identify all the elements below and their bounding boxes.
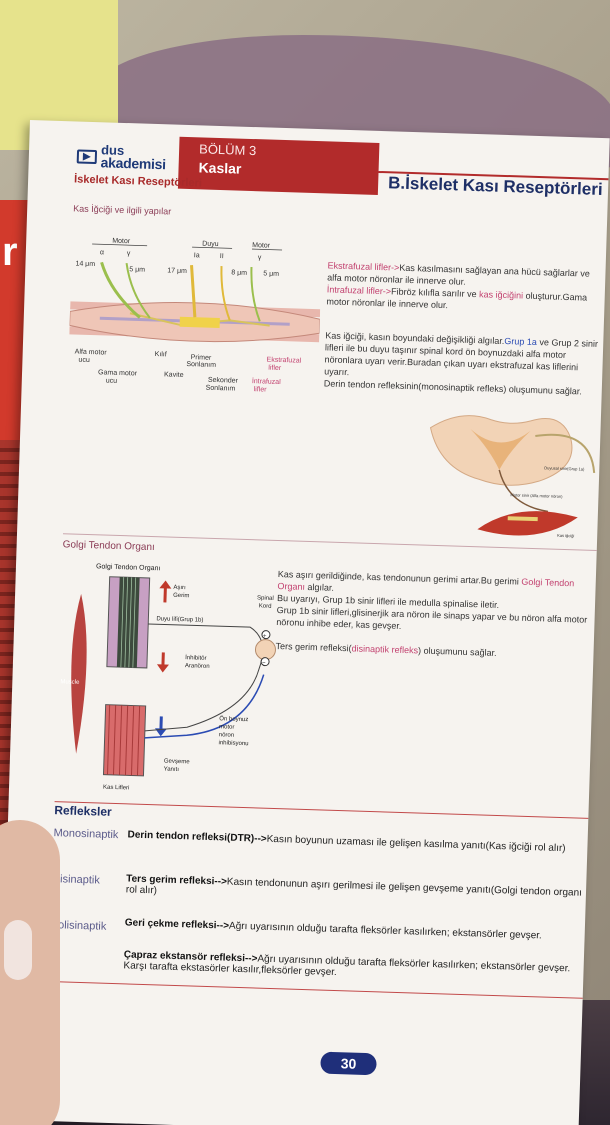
inhibisyonu-label: inhibisyonu bbox=[218, 740, 248, 747]
label-sekonder: Sekonder bbox=[208, 377, 239, 385]
cord-label-motor: Motor sinir (Alfa motor nöron) bbox=[510, 492, 563, 499]
reflex-row: Derin tendon refleksi(DTR)-->Kasın boyun… bbox=[127, 829, 587, 854]
label-alfa-motor: Alfa motor bbox=[75, 349, 108, 357]
reflex-row: Geri çekme refleksi-->Ağrı uyarısının ol… bbox=[125, 917, 585, 942]
label-ucu-2: ucu bbox=[106, 378, 118, 385]
page-number: 30 bbox=[320, 1051, 377, 1076]
reflex-name: Geri çekme refleksi--> bbox=[124, 917, 230, 932]
reflex-row: Ters gerim refleksi-->Kasın tendonunun a… bbox=[126, 873, 586, 909]
logo-text-bottom: akademisi bbox=[100, 154, 166, 173]
label-ucu-1: ucu bbox=[78, 357, 90, 364]
label-kilif: Kılıf bbox=[155, 351, 167, 358]
muscle-label: Muscle bbox=[60, 679, 80, 686]
label-ii: II bbox=[220, 253, 224, 260]
reflex-name: Derin tendon refleksi(DTR)--> bbox=[127, 829, 267, 845]
plus-sign: + bbox=[263, 634, 267, 640]
text-kas-igcigi: kas iğciğini bbox=[478, 289, 524, 301]
inhibitor-label: İnhibitör bbox=[185, 654, 207, 662]
label-gama-motor: Gama motor bbox=[98, 369, 138, 377]
yaniti-label: Yanıtı bbox=[164, 767, 180, 773]
label-motor-left: Motor bbox=[112, 238, 131, 246]
play-icon bbox=[82, 152, 91, 161]
book-page: dus akademisi BÖLÜM 3 Kaslar B.İskelet K… bbox=[0, 120, 610, 1125]
minus-sign: − bbox=[262, 661, 266, 667]
label-primer: Primer bbox=[191, 354, 212, 362]
label-ekstrafuzal: Ekstrafuzal bbox=[266, 357, 301, 365]
paragraph-spindle-function: Kas iğciği, kasın boyundaki değişikliği … bbox=[324, 329, 604, 398]
p2-grup-1a: Grup 1a bbox=[504, 336, 538, 348]
label-intrafuzal: İntrafuzal bbox=[252, 376, 282, 386]
duyu-lifi-label: Duyu lifi(Grup 1b) bbox=[156, 616, 203, 623]
term-ekstrafuzal: Ekstrafuzal lifler-> bbox=[327, 260, 400, 273]
cord-label-kas: Kas iğciği bbox=[557, 533, 574, 539]
gevseme-label: Gevşeme bbox=[164, 759, 191, 766]
label-8um: 8 μm bbox=[231, 269, 247, 276]
p3-disinaptik: disinaptik refleks bbox=[351, 643, 419, 656]
spinal-cord-illustration: Duyusal sinir(Grup 1a) Motor sinir (Alfa… bbox=[429, 415, 596, 539]
fingernail bbox=[4, 920, 32, 980]
noron-label: nöron bbox=[219, 732, 235, 738]
spinal-label: Spinal bbox=[257, 595, 274, 602]
muscle-spindle-diagram: Motor α γ 14 μm 5 μm Duyu Ia II 17 μm Mo… bbox=[69, 238, 321, 394]
label-lifler-2: lifler bbox=[254, 386, 268, 393]
gerim-label: Gerim bbox=[173, 593, 190, 600]
label-gamma-right: γ bbox=[258, 254, 262, 261]
p3-text-f: ) oluşumunu sağlar. bbox=[417, 645, 497, 658]
label-17um: 17 μm bbox=[167, 267, 187, 275]
p3-text-d: Grup 1b sinir lifleri,glisinerjik ara nö… bbox=[276, 604, 588, 631]
label-5um-a: 5 μm bbox=[129, 266, 145, 273]
reflex-description: Kasın boyunun uzaması ile gelişen kasılm… bbox=[266, 833, 566, 855]
reflex-bottom-divider bbox=[48, 981, 583, 999]
gto-label: Golgi Tendon Organı bbox=[96, 563, 161, 572]
on-boynuz-label: Ön boynuz bbox=[219, 715, 248, 723]
reflex-description: Ağrı uyarısının olduğu tarafta fleksörle… bbox=[228, 920, 542, 942]
paragraph-golgi: Kas aşırı gerildiğinde, kas tendonunun g… bbox=[276, 568, 596, 638]
label-kavite: Kavite bbox=[164, 371, 184, 379]
paragraph-ters-gerim: Ters gerim refleksi(disinaptik refleks) … bbox=[275, 640, 593, 662]
reflex-row-capraz: Çapraz ekstansör refleksi-->Ağrı uyarısı… bbox=[123, 949, 583, 985]
term-intrafuzal: İntrafuzal lifler-> bbox=[326, 284, 392, 297]
motor-label: motor bbox=[219, 724, 235, 730]
p3-text-e: Ters gerim refleksi( bbox=[275, 640, 352, 654]
label-sonlanim-2: Sonlanım bbox=[206, 385, 236, 393]
paragraph-fibers: Ekstrafuzal lifler->Kas kasılmasını sağl… bbox=[326, 259, 605, 316]
label-motor-right: Motor bbox=[252, 242, 271, 250]
kas-lifleri-label: Kas Lifleri bbox=[103, 785, 130, 792]
label-sonlanim-1: Sonlanım bbox=[186, 361, 216, 369]
label-lifler-1: lifler bbox=[268, 365, 282, 372]
label-14um: 14 μm bbox=[75, 261, 95, 269]
reflex-divider bbox=[54, 801, 589, 819]
label-ia: Ia bbox=[194, 252, 200, 259]
asiri-label: Aşırı bbox=[173, 585, 186, 591]
p3-text-b: algılar. bbox=[304, 581, 335, 593]
label-alpha: α bbox=[100, 249, 104, 256]
reflex-heading: Refleksler bbox=[54, 803, 112, 819]
label-gamma-left: γ bbox=[127, 250, 131, 257]
golgi-tendon-diagram: Golgi Tendon Organı Muscle Aşırı Gerim D… bbox=[60, 563, 276, 792]
kord-label: Kord bbox=[259, 603, 272, 609]
p2-text-c: Derin tendon refleksinin(monosinaptik re… bbox=[323, 378, 583, 397]
text-intrafuzal-a: Fibröz kılıfla sarılır ve bbox=[390, 286, 480, 300]
golgi-heading: Golgi Tendon Organı bbox=[62, 539, 155, 554]
label-5um-b: 5 μm bbox=[263, 270, 279, 277]
aranoron-label: Aranöron bbox=[185, 663, 210, 670]
cord-label-duyusal: Duyusal sinir(Grup 1a) bbox=[544, 465, 585, 471]
chapter-number: BÖLÜM 3 bbox=[198, 141, 257, 159]
label-duyu: Duyu bbox=[202, 240, 219, 248]
reflex-type: Monosinaptik bbox=[53, 827, 119, 842]
chapter-title: Kaslar bbox=[198, 159, 242, 177]
spindle-title: Kas İğciği ve ilgili yapılar bbox=[73, 203, 172, 217]
